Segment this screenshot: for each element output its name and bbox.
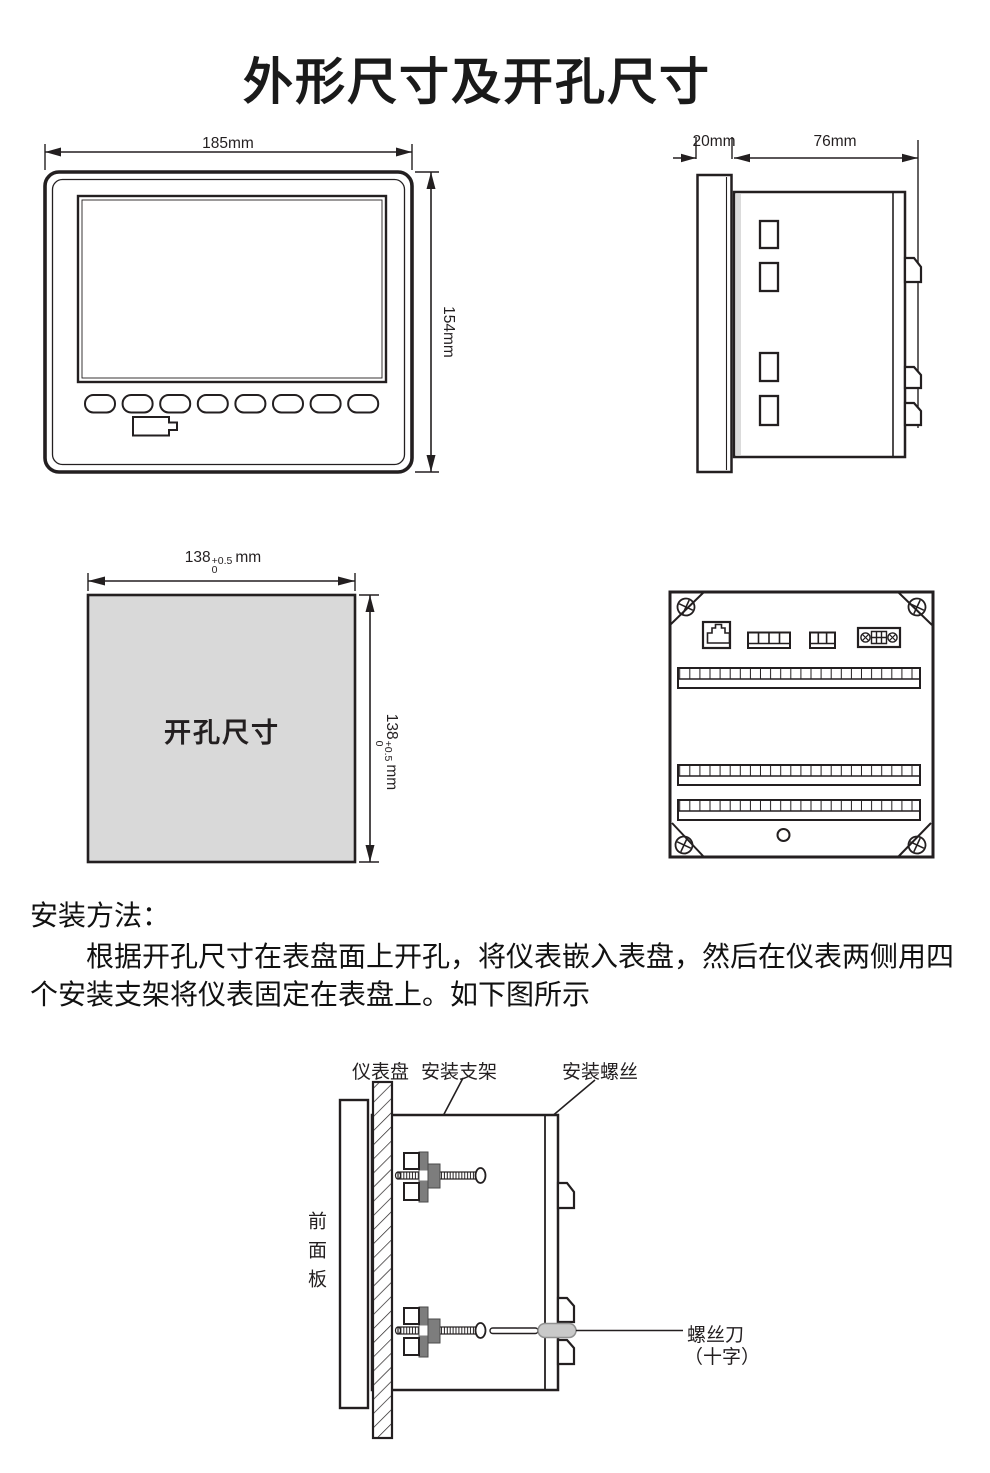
mounting-clip [556,1181,576,1210]
cutout-square [86,593,357,864]
instrument-body [370,1113,560,1392]
screen [76,194,388,384]
front-button [84,394,116,414]
ethernet-port [701,620,732,650]
instrument-panel-wall [371,1080,394,1440]
front-panel [338,1098,370,1410]
terminal-strip [677,799,921,821]
front-button [234,394,267,414]
side-front-depth-label: 20mm [692,133,736,150]
side-body-depth-label: 76mm [813,133,857,150]
front-button [347,394,380,414]
back-corner-screws [674,597,927,855]
front-width-dimension [44,144,413,170]
cutout-center-label: 开孔尺寸 [164,718,280,748]
front-height-dimension [415,171,439,473]
mounting-clip [556,1296,576,1324]
front-button [196,394,229,414]
front-button [272,394,304,414]
install-heading: 安装方法： [30,901,171,932]
tol-lower: 0 [211,564,218,576]
back-hole [776,828,791,842]
front-button [121,394,154,414]
dim-unit: mm [235,549,262,566]
label-screwdriver: 螺丝刀 [687,1325,745,1346]
front-button [159,394,192,414]
front-height-dim-label: 154mm [440,306,457,358]
screwdriver-handle [537,1322,577,1339]
install-text-line1: 根据开孔尺寸在表盘面上开孔，将仪表嵌入表盘，然后在仪表两侧用四 [86,942,955,973]
screw-icon [887,632,898,643]
cutout-height-dimension [359,594,379,863]
vent-slot [758,394,780,427]
mounting-screw-head [474,1167,487,1184]
label-mounting-screw: 安装螺丝 [562,1062,639,1083]
terminal-strip [677,764,921,786]
mounting-bracket-bottom [394,1306,487,1358]
power-terminal [856,626,902,649]
mounting-screw-head [474,1322,487,1339]
usb-port [132,416,178,437]
screw-icon [907,597,927,617]
side-vent-slots [758,219,780,427]
dim-value: 138 [184,549,211,566]
screw-icon [907,835,927,855]
cutout-diagram [86,573,379,864]
dim-value: 138 [383,713,400,740]
screw-icon [676,597,696,617]
side-case-body [732,190,907,459]
back-corner-braces [669,591,933,858]
tol-lower: 0 [373,740,385,747]
cutout-width-dimension [87,573,356,591]
page-title: 外形尺寸及开孔尺寸 [243,54,711,110]
screwdriver [489,1322,683,1339]
vent-slot [758,261,780,293]
front-width-dim-label: 185mm [202,135,254,152]
screw-icon [860,632,871,643]
front-device-outline [43,170,414,474]
vent-slot [758,351,780,383]
front-view-diagram [43,144,439,474]
vent-slot [758,219,780,250]
back-view-diagram [668,590,935,859]
mounting-clip [556,1338,576,1366]
label-front-panel: 前面板 [305,1211,326,1298]
installation-diagram [338,1077,683,1440]
back-panel-outline [668,590,935,859]
terminal-block-small [747,631,791,649]
install-text-line2: 个安装支架将仪表固定在表盘上。如下图所示 [30,980,591,1011]
side-view-diagram [673,137,923,474]
mounting-clip [903,256,923,284]
front-button [309,394,342,414]
label-instrument-panel: 仪表盘 [352,1062,410,1083]
screw-icon [674,835,694,855]
mounting-clip [903,401,923,427]
tol-upper: +0.5 [211,555,233,567]
side-front-bezel [696,173,733,474]
terminal-block-small [809,631,836,649]
front-buttons [84,394,380,414]
dim-unit: mm [383,764,400,791]
side-mounting-clips [903,256,923,427]
label-mounting-bracket: 安装支架 [421,1062,498,1083]
mounting-clip [903,365,923,390]
terminal-strip [677,667,921,689]
label-screwdriver-type: （十字） [684,1347,761,1368]
mounting-bracket-top [394,1151,487,1203]
front-device-inner-outline [51,178,406,466]
